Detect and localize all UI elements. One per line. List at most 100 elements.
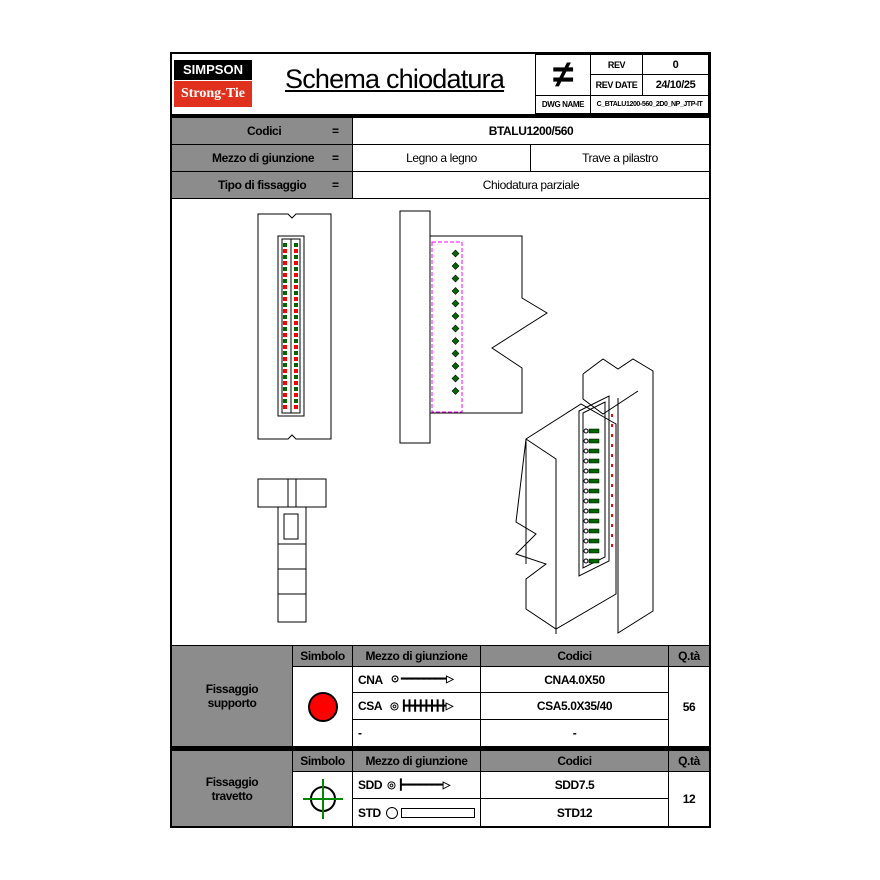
iso-screw-head (583, 528, 589, 534)
nail-mark (283, 303, 287, 307)
iso-screw-head (583, 558, 589, 564)
nail-mark (283, 405, 287, 409)
nail-mark (283, 249, 287, 253)
nail-mark (283, 339, 287, 343)
iso-screw-mark (588, 448, 600, 454)
rev-label: REV (590, 54, 643, 75)
iso-screw-head (583, 438, 589, 444)
mezzo-code: CSA (358, 699, 383, 713)
iso-screw-mark (588, 458, 600, 464)
group-label: Fissaggio supporto (205, 682, 259, 710)
nail-mark (294, 387, 298, 391)
iso-nail-mark (611, 484, 613, 487)
header-mezzo: Mezzo di giunzione (352, 645, 481, 667)
nail-mark (283, 243, 287, 247)
iso-screw-head (583, 498, 589, 504)
iso-nail-mark (611, 434, 613, 437)
nail-mark (283, 291, 287, 295)
dowel-head-icon (385, 806, 398, 819)
nail-mark (294, 333, 298, 337)
iso-screw-head (583, 428, 589, 434)
codice-cell: CSA5.0X35/40 (480, 692, 669, 720)
mezzo-value-2: Trave a pilastro (530, 144, 710, 172)
label-text: Mezzo di giunzione (212, 151, 315, 165)
nail-mark (283, 285, 287, 289)
nail-mark (283, 273, 287, 277)
nail-mark (294, 261, 298, 265)
group-fissaggio-supporto: Fissaggio supporto (171, 645, 293, 747)
codice-cell: CNA4.0X50 (480, 666, 669, 693)
iso-nail-mark (611, 534, 613, 537)
iso-screw-head (583, 538, 589, 544)
iso-nail-mark (611, 424, 613, 427)
nail-mark (294, 357, 298, 361)
tipo-value: Chiodatura parziale (352, 171, 710, 199)
nail-mark (294, 303, 298, 307)
iso-screw-mark (588, 558, 600, 564)
nail-mark (294, 273, 298, 277)
nail-mark (283, 255, 287, 259)
iso-screw-mark (588, 468, 600, 474)
front-view (257, 213, 332, 440)
rev-value: 0 (642, 54, 709, 75)
symbol-cell (292, 666, 353, 747)
nail-mark (283, 375, 287, 379)
beam-screw-mark (451, 324, 460, 333)
iso-nail-mark (611, 514, 613, 517)
iso-screw-head (583, 448, 589, 454)
beam-screw-mark (451, 312, 460, 320)
technical-drawing (257, 210, 654, 634)
qty-cell: 12 (668, 771, 710, 827)
nail-mark (283, 279, 287, 283)
nail-mark (294, 255, 298, 259)
nail-mark (294, 279, 298, 283)
nail-mark (294, 291, 298, 295)
mezzo-row: CNA⊙ ━━━━━━━━▷ (352, 666, 481, 693)
nail-mark (294, 405, 298, 409)
iso-screw-mark (588, 498, 600, 504)
qty-cell: 56 (668, 666, 710, 747)
mezzo-code: STD (358, 805, 381, 820)
codice-cell: STD12 (480, 798, 669, 827)
nail-mark (283, 327, 287, 331)
nail-mark (294, 363, 298, 367)
iso-screw-mark (588, 508, 600, 514)
iso-screw-mark (588, 518, 600, 524)
iso-screw-mark (588, 438, 600, 444)
iso-screw-mark (588, 548, 600, 554)
iso-nail-mark (611, 474, 613, 477)
iso-screw-head (583, 548, 589, 554)
nail-mark (294, 297, 298, 301)
beam-screw-mark (451, 374, 460, 383)
nail-mark (283, 387, 287, 391)
nail-mark (294, 267, 298, 271)
iso-screw-head (583, 478, 589, 484)
mezzo-row: CSA◎ ┣╋╋╋╋╋╋╋▷ (352, 692, 481, 720)
rev-date-value: 24/10/25 (642, 74, 709, 96)
nail-mark (283, 393, 287, 397)
symbol-cell (292, 771, 353, 827)
mezzo-row: STD (352, 798, 481, 827)
nail-mark (283, 399, 287, 403)
nail-mark (294, 345, 298, 349)
header-qta: Q.tà (668, 645, 710, 667)
iso-nail-mark (611, 544, 613, 547)
equals: = (332, 151, 339, 165)
screw-icon: ◎ ┣━━━━━━━▷ (387, 779, 451, 791)
codici-value: BTALU1200/560 (352, 117, 710, 145)
iso-screw-head (583, 458, 589, 464)
rev-date-label: REV DATE (590, 74, 643, 96)
iso-screw-mark (588, 428, 600, 434)
label-text: Codici (247, 124, 282, 138)
mezzo-code: SDD (358, 778, 383, 792)
beam-screw-mark (451, 362, 460, 370)
nail-mark (283, 315, 287, 319)
nail-mark (283, 351, 287, 355)
codici-label: Codici= (171, 117, 353, 145)
nail-mark (294, 393, 298, 397)
header-codici: Codici (480, 750, 669, 772)
mezzo-row: SDD ◎ ┣━━━━━━━▷ (352, 771, 481, 799)
nail-mark (294, 285, 298, 289)
nail-icon: ⊙ ━━━━━━━━▷ (390, 674, 454, 685)
iso-nail-mark (611, 504, 613, 507)
